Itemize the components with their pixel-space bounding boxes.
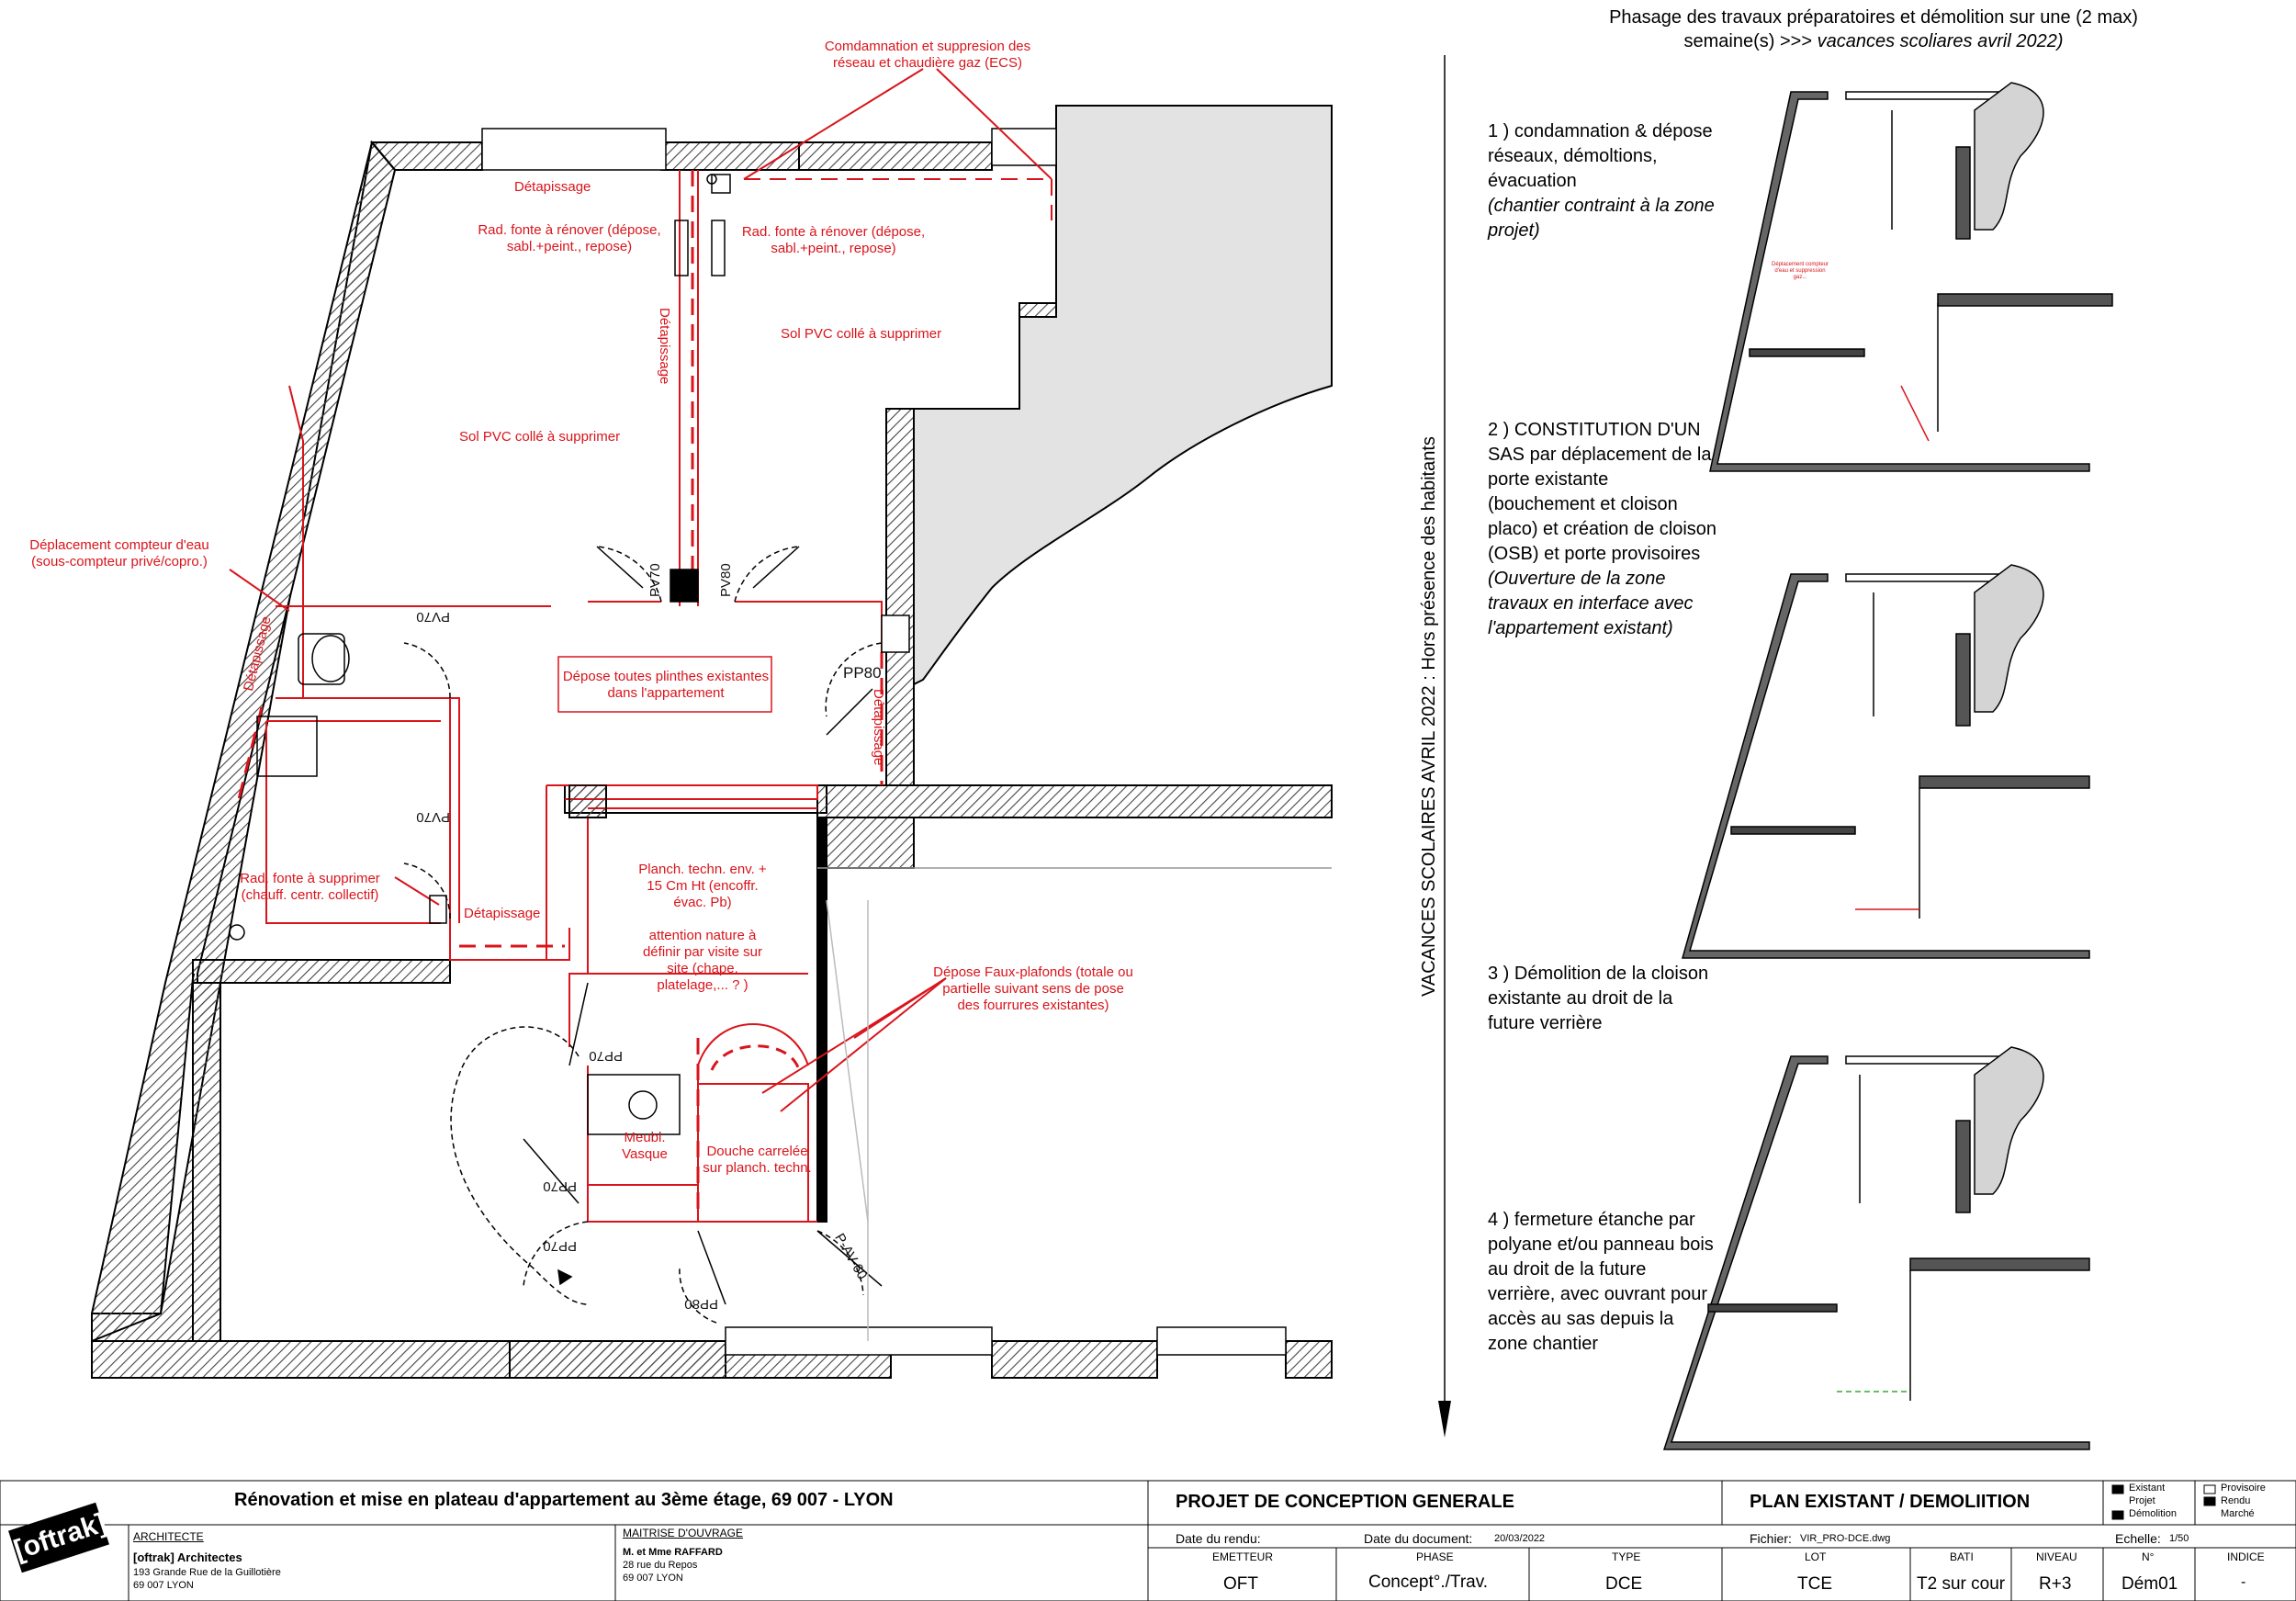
lot-label: LOT	[1805, 1550, 1827, 1563]
bati-label: BATI	[1950, 1550, 1974, 1563]
project-title: Rénovation et mise en plateau d'appartem…	[234, 1490, 894, 1510]
phase-title: Phasage des travaux préparatoires et dém…	[1552, 6, 2195, 53]
annotation-compteur: Déplacement compteur d'eau (sous-compteu…	[29, 537, 209, 569]
plinthes-box	[557, 656, 772, 713]
door-tag-pv70b: PV70	[416, 609, 450, 625]
phase-title-line1: Phasage des travaux préparatoires et dém…	[1609, 7, 2138, 28]
annotation-sol-left: Sol PVC collé à supprimer	[459, 429, 621, 445]
annotation-plinthes: Dépose toutes plinthes existantes dans l…	[562, 669, 770, 701]
annotation-rad-supprimer: Rad. fonte à supprimer (chauff. centr. c…	[240, 871, 380, 903]
annotation-rad-right: Rad. fonte à rénover (dépose, sabl.+pein…	[741, 224, 926, 256]
niveau-value: R+3	[2039, 1574, 2072, 1594]
date-doc-label: Date du document:	[1364, 1531, 1473, 1546]
door-tag-pv70a: PV70	[647, 563, 663, 597]
door-tag-pp70b: PP70	[543, 1178, 577, 1194]
legend-provisoire: Provisoire	[2221, 1483, 2266, 1494]
indice-value: -	[2241, 1574, 2246, 1590]
date-doc-value: 20/03/2022	[1494, 1533, 1546, 1544]
phase-value: Concept°./Trav.	[1368, 1573, 1489, 1592]
annotation-sol-right: Sol PVC collé à supprimer	[781, 326, 942, 342]
echelle-value: 1/50	[2169, 1533, 2189, 1544]
phase-step-3: 3 ) Démolition de la cloison existante a…	[1488, 964, 1709, 1033]
legend-rendu: Rendu	[2221, 1495, 2251, 1506]
num-label: N°	[2142, 1550, 2155, 1563]
legend-existant: Existant	[2129, 1483, 2166, 1494]
lot-value: TCE	[1797, 1574, 1832, 1594]
emetteur-value: OFT	[1223, 1574, 1258, 1594]
vacances-vertical-label: VACANCES SCOLAIRES AVRIL 2022 : Hors pré…	[1419, 436, 1439, 997]
title-block-frame	[0, 1480, 2296, 1601]
annotation-plancher: Planch. techn. env. + 15 Cm Ht (encoffr.…	[638, 862, 767, 910]
moa-label: MAITRISE D'OUVRAGE	[623, 1527, 743, 1539]
phase-label: PHASE	[1416, 1550, 1454, 1563]
architecte-address-1: 193 Grande Rue de la Guillotière	[133, 1567, 281, 1578]
indice-label: INDICE	[2227, 1550, 2265, 1563]
architecte-label: ARCHITECTE	[133, 1530, 204, 1543]
phase-step-1: 1 ) condamnation & dépose réseaux, démol…	[1488, 121, 1715, 241]
annotation-gas: Comdamnation et suppresion des réseau et…	[824, 39, 1031, 71]
date-rendu-label: Date du rendu:	[1176, 1531, 1261, 1546]
phase-step-2: 2 ) CONSTITUTION D'UN SAS par déplacemen…	[1488, 420, 1717, 638]
moa-address-1: 28 rue du Repos	[623, 1560, 698, 1571]
annotation-detapissage-vertical: Détapissage	[657, 308, 672, 385]
fichier-label: Fichier:	[1750, 1531, 1792, 1546]
door-tag-pp70c: PP70	[543, 1238, 577, 1254]
party-wall	[913, 105, 1333, 686]
annotation-meubl: Meubl. Vasque	[622, 1130, 668, 1162]
type-value: DCE	[1605, 1574, 1643, 1594]
legend-demolition: Démolition	[2129, 1508, 2177, 1519]
windows	[481, 128, 1287, 1356]
legend-projet: Projet	[2129, 1495, 2155, 1506]
moa-address-2: 69 007 LYON	[623, 1573, 683, 1584]
annotation-detapissage-bottom: Détapissage	[464, 906, 541, 921]
annotation-detapissage-pp80: Détapissage	[871, 689, 886, 766]
plan-heading: PLAN EXISTANT / DEMOLIITION	[1750, 1492, 2031, 1512]
plan-fixtures	[229, 174, 1332, 1341]
fichier-value: VIR_PRO-DCE.dwg	[1800, 1533, 1891, 1544]
door-tag-pp80: PP80	[843, 664, 882, 682]
door-tag-pp80b: PP80	[684, 1296, 718, 1312]
timeline-arrow	[1438, 55, 1451, 1438]
num-value: Dém01	[2122, 1574, 2178, 1594]
annotation-faux-plafonds: Dépose Faux-plafonds (totale ou partiell…	[933, 964, 1133, 1013]
type-label: TYPE	[1612, 1550, 1641, 1563]
door-tag-pp70a: PP70	[589, 1048, 623, 1064]
architecte-address-2: 69 007 LYON	[133, 1580, 194, 1591]
annotation-rad-left: Rad. fonte à rénover (dépose, sabl.+pein…	[478, 222, 661, 254]
annotation-detapissage-top: Détapissage	[514, 179, 591, 195]
door-tag-pv80: PV80	[718, 563, 734, 597]
phase-mini-plans	[1662, 82, 2113, 1450]
annotation-douche: Douche carrelée sur planch. techn.	[703, 1144, 812, 1176]
architecte-name: [oftrak] Architectes	[133, 1550, 242, 1564]
annotation-attention: attention nature à définir par visite su…	[642, 928, 763, 993]
door-tag-pv70c: PV70	[416, 809, 450, 825]
emetteur-label: EMETTEUR	[1212, 1550, 1273, 1563]
phase-title-line2: semaine(s) >>> vacances scoliares avril …	[1683, 31, 2064, 51]
bati-value: T2 sur cour	[1917, 1574, 2006, 1594]
mini-plan-note: Déplacement compteur d'eau et suppressio…	[1771, 262, 1829, 280]
niveau-label: NIVEAU	[2036, 1550, 2077, 1563]
legend-marche: Marché	[2221, 1508, 2255, 1519]
moa-name: M. et Mme RAFFARD	[623, 1547, 723, 1558]
phase-heading: PROJET DE CONCEPTION GENERALE	[1176, 1492, 1514, 1512]
echelle-label: Echelle:	[2115, 1531, 2161, 1546]
phase-step-4: 4 ) fermeture étanche par polyane et/ou …	[1488, 1210, 1714, 1354]
